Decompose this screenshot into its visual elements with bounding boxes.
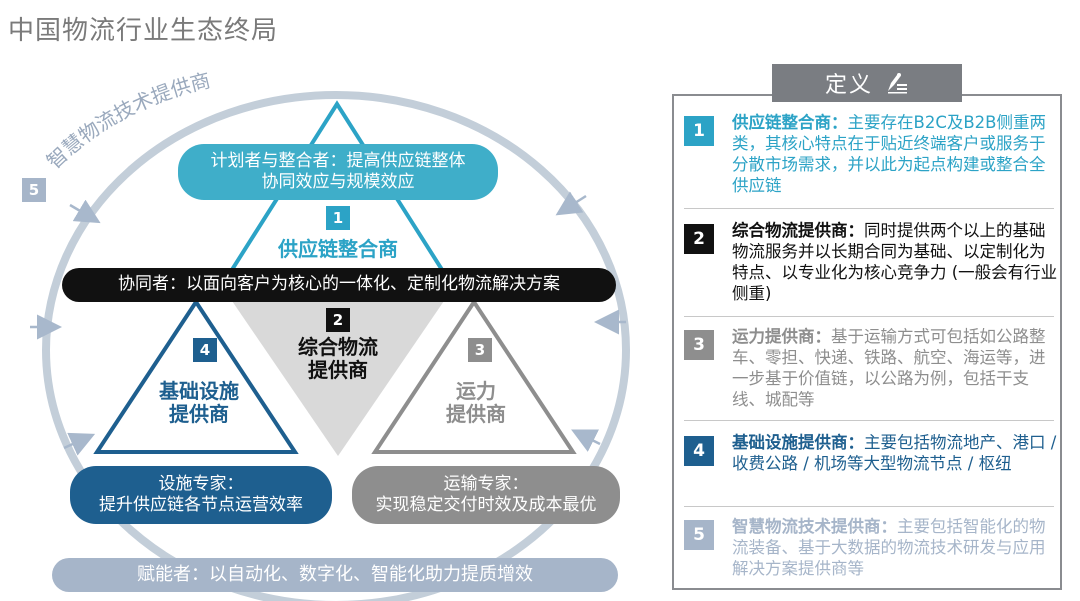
enabler-bar-text: 赋能者：以自动化、数字化、智能化助力提质增效 xyxy=(137,563,533,585)
infrastructure-label-line1: 基础设施 xyxy=(159,379,239,403)
transport-label-line1: 运力 xyxy=(456,379,496,403)
definition-term-2: 综合物流提供商： xyxy=(732,221,864,240)
definition-term-1: 供应链整合商： xyxy=(732,113,848,132)
definition-header-text: 定义 xyxy=(824,73,873,98)
definition-term-3: 运力提供商： xyxy=(732,327,831,346)
edit-list-icon xyxy=(885,72,909,94)
integrated-logistics-label: 综合物流 提供商 xyxy=(268,336,408,382)
definition-num-1: 1 xyxy=(684,116,714,146)
badge-2: 2 xyxy=(326,308,350,332)
center-triangle xyxy=(230,298,446,456)
separator xyxy=(684,208,1054,209)
badge-4: 4 xyxy=(193,338,217,362)
infrastructure-label-line2: 提供商 xyxy=(169,402,229,426)
badge-5: 5 xyxy=(22,178,46,202)
definition-text-4: 基础设施提供商：主要包括物流地产、港口 / 收费公路 / 机场等大型物流节点 /… xyxy=(732,432,1058,474)
facility-pill-line2: 提升供应链各节点运营效率 xyxy=(99,495,303,515)
definition-num-5: 5 xyxy=(684,520,714,550)
transport-expert-pill: 运输专家： 实现稳定交付时效及成本最优 xyxy=(352,466,620,524)
definition-num-3: 3 xyxy=(684,330,714,360)
ecosystem-diagram: 智慧物流技术提供商 xyxy=(30,69,630,601)
definition-header: 定义 xyxy=(772,64,962,102)
badge-3: 3 xyxy=(468,338,492,362)
definition-desc-5: 主要包括智能化的物流装备、基于大数据的物流技术研发与应用解决方案提供商等 xyxy=(732,517,1046,578)
definition-desc-1: 主要存在B2C及B2B侧重两类，其核心特点在于贴近终端客户或服务于分散市场需求，… xyxy=(732,113,1046,195)
supply-chain-integrator-label: 供应链整合商 xyxy=(278,237,398,261)
left-triangle xyxy=(93,298,299,454)
right-triangle xyxy=(371,298,577,454)
separator xyxy=(684,316,1054,317)
integrated-label-line1: 综合物流 xyxy=(298,335,378,359)
definition-text-1: 供应链整合商：主要存在B2C及B2B侧重两类，其核心特点在于贴近终端客户或服务于… xyxy=(732,112,1058,196)
definition-desc-3: 基于运输方式可包括如公路整车、零担、快递、铁路、航空、海运等，进一步基于价值链，… xyxy=(732,327,1046,409)
transport-pill-line2: 实现稳定交付时效及成本最优 xyxy=(375,495,597,515)
transport-capacity-label: 运力 提供商 xyxy=(416,380,536,426)
definition-desc-2: 同时提供两个以上的基础物流服务并以长期合同为基础、以定制化为特点、以专业化为核心… xyxy=(732,221,1058,303)
badge-1: 1 xyxy=(326,206,350,230)
outer-ring xyxy=(42,91,630,601)
planner-pill-line1: 计划者与整合者：提高供应链整体 xyxy=(210,150,466,171)
definition-text-5: 智慧物流技术提供商：主要包括智能化的物流装备、基于大数据的物流技术研发与应用解决… xyxy=(732,516,1058,579)
definition-text-3: 运力提供商：基于运输方式可包括如公路整车、零担、快递、铁路、航空、海运等，进一步… xyxy=(732,326,1058,410)
enabler-bar: 赋能者：以自动化、数字化、智能化助力提质增效 xyxy=(52,558,618,592)
definition-num-4: 4 xyxy=(684,436,714,466)
collaborator-band-text: 协同者：以面向客户为核心的一体化、定制化物流解决方案 xyxy=(118,274,560,295)
facility-pill-line1: 设施专家： xyxy=(158,473,244,494)
collaborator-band: 协同者：以面向客户为核心的一体化、定制化物流解决方案 xyxy=(62,268,616,302)
facility-expert-pill: 设施专家： 提升供应链各节点运营效率 xyxy=(70,466,332,524)
definition-term-5: 智慧物流技术提供商： xyxy=(732,517,897,536)
definition-num-2: 2 xyxy=(684,224,714,254)
definition-text-2: 综合物流提供商：同时提供两个以上的基础物流服务并以长期合同为基础、以定制化为特点… xyxy=(732,220,1058,304)
separator xyxy=(684,420,1054,421)
separator xyxy=(684,506,1054,507)
integrated-label-line2: 提供商 xyxy=(308,358,368,382)
page-title: 中国物流行业生态终局 xyxy=(8,16,279,46)
definition-desc-4: 主要包括物流地产、港口 / 收费公路 / 机场等大型物流节点 / 枢纽 xyxy=(732,433,1057,473)
transport-label-line2: 提供商 xyxy=(446,402,506,426)
planner-pill-line2: 协同效应与规模效应 xyxy=(261,172,415,192)
infrastructure-label: 基础设施 提供商 xyxy=(136,380,262,426)
planner-integrator-pill: 计划者与整合者：提高供应链整体 协同效应与规模效应 xyxy=(178,144,498,200)
transport-pill-line1: 运输专家： xyxy=(443,473,529,494)
definition-term-4: 基础设施提供商： xyxy=(732,433,864,452)
enabler-arrows xyxy=(30,191,626,456)
